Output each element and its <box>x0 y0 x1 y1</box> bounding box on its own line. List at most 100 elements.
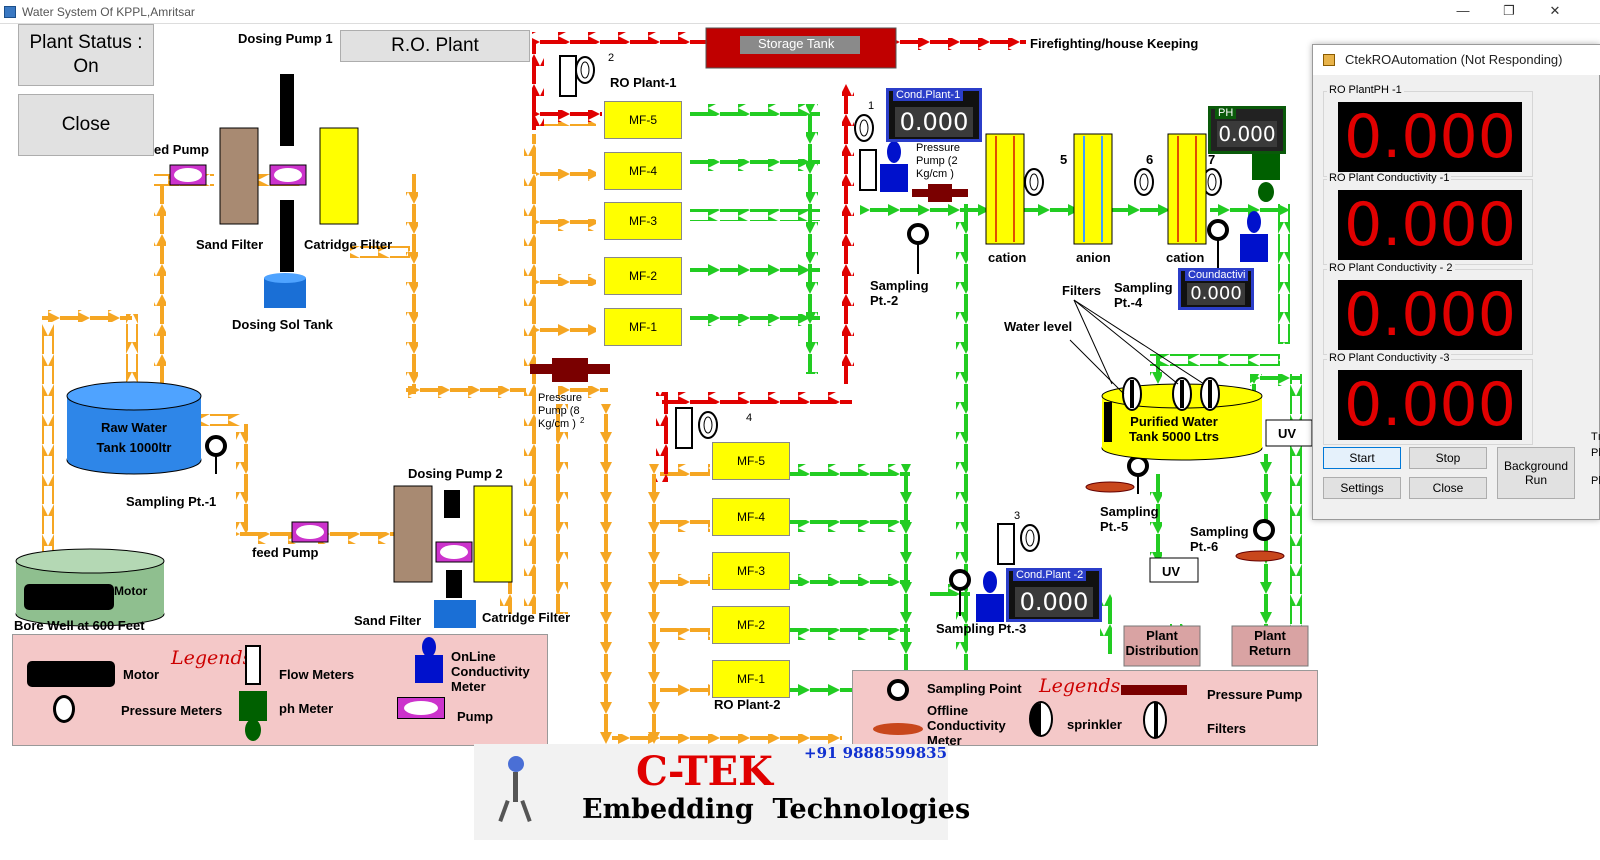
settings-button[interactable]: Settings <box>1323 477 1401 499</box>
sampling-pt-1-label: Sampling Pt.-1 <box>126 494 217 509</box>
online-meter-legend-icon <box>415 637 443 683</box>
pump-legend-icon <box>397 697 445 719</box>
motor-label: Motor <box>114 584 148 598</box>
automation-window: CtekROAutomation (Not Responding) RO Pla… <box>1312 44 1600 520</box>
panel-cut-text-1: Tı <box>1591 431 1600 443</box>
meter-number-4: 4 <box>746 412 753 424</box>
meter-number-1: 1 <box>868 100 875 112</box>
sprinkler-legend-icon <box>1029 701 1053 737</box>
mf-4-plant1: MF-4 <box>604 152 682 190</box>
feed-pump-top-label: ed Pump <box>154 142 209 157</box>
meter-number-3: 3 <box>1014 510 1021 522</box>
ro-plant-1-label: RO Plant-1 <box>610 75 677 90</box>
plant-distribution-label: Plant Distribution <box>1125 628 1199 658</box>
robot-logo <box>496 756 536 826</box>
legend-left-title: Legends <box>171 647 253 669</box>
flow-arrows <box>15 27 1313 746</box>
mf-4-plant2: MF-4 <box>712 498 790 536</box>
readout-cond-3-label: RO Plant Conductivity -3 <box>1327 352 1452 364</box>
readout-cond-1: RO Plant Conductivity -1 0.000 <box>1323 172 1533 265</box>
automation-window-title: CtekROAutomation (Not Responding) <box>1313 45 1600 75</box>
storage-tank-label: Storage Tank <box>758 36 835 51</box>
cond-plant-1-title: Cond.Plant-1 <box>893 89 964 101</box>
mf-1-plant2: MF-1 <box>712 660 790 698</box>
readout-ph-1-label: RO PlantPH -1 <box>1327 84 1404 96</box>
sampling-point-legend-icon <box>887 679 909 701</box>
legend-left: Legends Motor Flow Meters OnLine Conduct… <box>12 634 548 746</box>
sand-filter-2-label: Sand Filter <box>354 613 422 628</box>
flow-meter-legend-icon <box>245 645 261 685</box>
filters-legend-icon <box>1143 701 1167 739</box>
legend-pressure-meters-text: Pressure Meters <box>121 703 223 718</box>
motor-legend-icon <box>27 661 115 687</box>
legend-flow-meters-text: Flow Meters <box>279 667 355 682</box>
cond-plant-2-value: 0.000 <box>1015 587 1093 617</box>
readout-cond-1-value: 0.000 <box>1338 190 1522 260</box>
meter-number-5: 5 <box>1060 152 1068 167</box>
readout-cond-2-value: 0.000 <box>1338 280 1522 350</box>
plant-status-label: Plant Status : <box>29 32 143 53</box>
conductivity-meter-display: Coundactivi 0.000 <box>1178 268 1254 310</box>
readout-cond-3-value: 0.000 <box>1338 370 1522 440</box>
dosing-pump-1-label: Dosing Pump 1 <box>238 31 333 46</box>
brand-phone: +91 9888599835 <box>804 744 948 762</box>
cation-2-label: cation <box>1166 250 1205 265</box>
background-run-button[interactable]: Background Run <box>1497 447 1575 499</box>
ro-plant-header: R.O. Plant <box>340 30 530 62</box>
meter-number-2: 2 <box>608 52 615 64</box>
brand-tagline: Embedding Technologies <box>582 794 971 825</box>
sampling-pt-5-label: Sampling Pt.-5 <box>1100 504 1159 534</box>
window-title: Water System Of KPPL,Amritsar <box>22 5 195 19</box>
mf-5-plant2: MF-5 <box>712 442 790 480</box>
cond-plant-2-meter: Cond.Plant -2 0.000 <box>1006 568 1102 622</box>
start-button[interactable]: Start <box>1323 447 1401 469</box>
ph-meter-display: PH 0.000 <box>1208 106 1286 154</box>
anion-label: anion <box>1076 250 1111 265</box>
offline-meter-legend-icon <box>873 723 923 735</box>
mf-2-plant2: MF-2 <box>712 606 790 644</box>
meter-number-7: 7 <box>1208 152 1216 167</box>
readout-cond-2-label: RO Plant Conductivity - 2 <box>1327 262 1455 274</box>
sampling-pt-4-label: Sampling Pt.-4 <box>1114 280 1173 310</box>
panel-close-button[interactable]: Close <box>1409 477 1487 499</box>
plant-status-panel: Plant Status : On <box>18 24 154 86</box>
close-window-button[interactable]: ✕ <box>1549 3 1561 18</box>
legend-sprinkler-text: sprinkler <box>1067 717 1122 732</box>
sampling-pt-3-label: Sampling Pt.-3 <box>936 621 1027 636</box>
pressure-pump-2-label: Pressure Pump (2 Kg/cm ) <box>916 142 961 180</box>
mf-2-plant1: MF-2 <box>604 257 682 295</box>
panel-cut-text-3: Pl <box>1591 475 1600 487</box>
sampling-pt-2-label: Sampling Pt.-2 <box>870 278 929 308</box>
ph-value: 0.000 <box>1217 121 1277 147</box>
purified-tank-label: Purified Water Tank 5000 Ltrs <box>1128 414 1220 444</box>
restore-button[interactable]: ❐ <box>1503 3 1515 18</box>
app-icon <box>4 6 16 18</box>
legend-pressure-pump-text: Pressure Pump <box>1207 687 1303 702</box>
cation-1-label: cation <box>988 250 1027 265</box>
panel-cut-text-2: Pl <box>1591 447 1600 459</box>
minimize-button[interactable]: — <box>1456 3 1470 18</box>
brand-banner: C-TEK +91 9888599835 Embedding Technolog… <box>474 744 970 840</box>
brand-name: C-TEK <box>636 748 773 795</box>
dosing-sol-tank-label: Dosing Sol Tank <box>232 317 333 332</box>
readout-cond-1-label: RO Plant Conductivity -1 <box>1327 172 1452 184</box>
ro-plant-2-label: RO Plant-2 <box>714 697 781 712</box>
legend-right-title: Legends <box>1039 675 1121 697</box>
legend-online-meter-text: OnLine Conductivity Meter <box>451 649 530 694</box>
legend-motor-text: Motor <box>123 667 160 682</box>
cartridge-filter-1-label: Catridge Filter <box>304 237 393 252</box>
firefighting-label: Firefighting/house Keeping <box>1030 36 1199 51</box>
sampling-pt-6-label: Sampling Pt.-6 <box>1190 524 1249 554</box>
readout-ph-1: RO PlantPH -1 0.000 <box>1323 84 1533 177</box>
water-level-label: Water level <box>1004 319 1073 334</box>
cond-plant-2-title: Cond.Plant -2 <box>1013 569 1087 581</box>
cartridge-filter-2-label: Catridge Filter <box>482 610 571 625</box>
meter-number-6: 6 <box>1146 152 1154 167</box>
cond-plant-1-meter: Cond.Plant-1 0.000 <box>886 88 982 142</box>
legend-right: Sampling Point Legends Pressure Pump Off… <box>852 670 1318 748</box>
legend-offline-meter-text: Offline Conductivity Meter <box>927 703 1006 748</box>
stop-button[interactable]: Stop <box>1409 447 1487 469</box>
sand-filter-1-label: Sand Filter <box>196 237 264 252</box>
ph-title: PH <box>1215 107 1237 119</box>
close-button[interactable]: Close <box>18 94 154 156</box>
